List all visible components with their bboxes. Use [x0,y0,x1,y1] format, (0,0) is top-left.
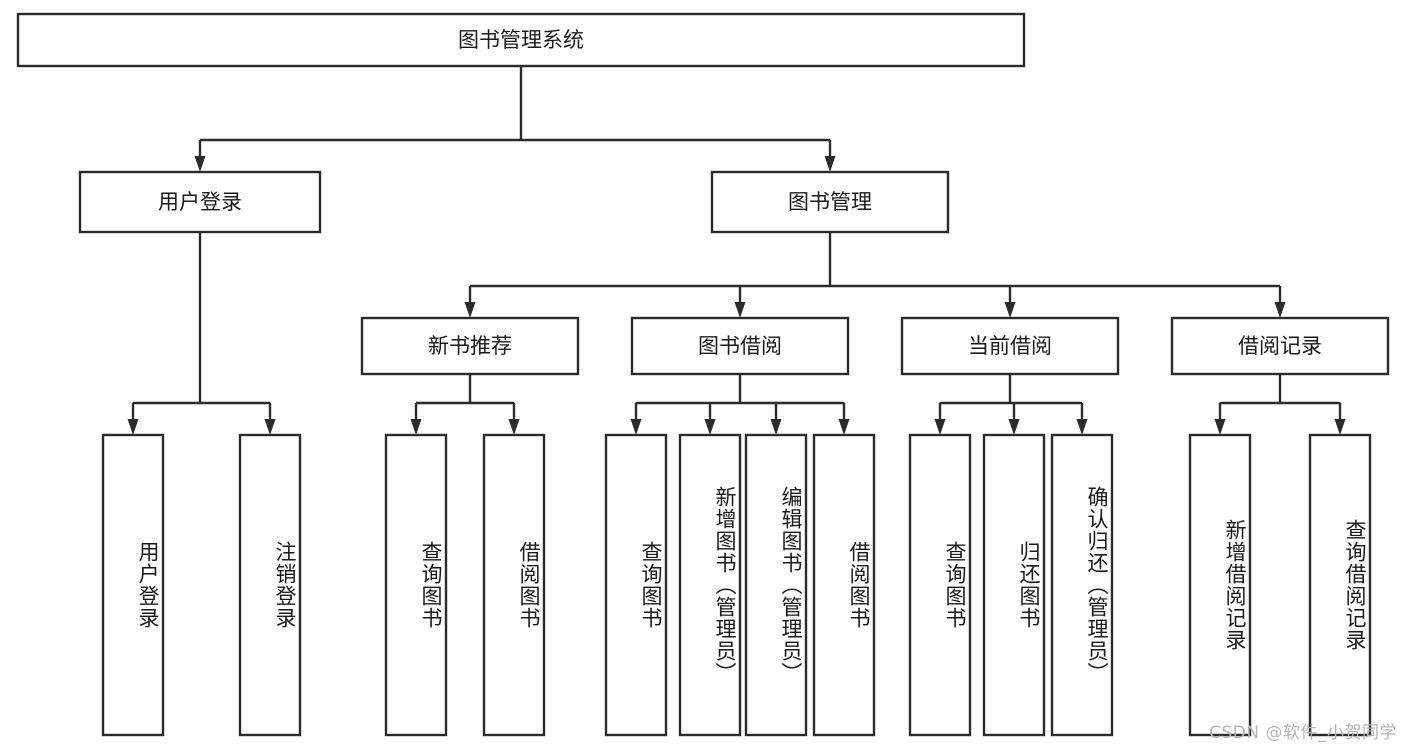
node-label-new-book-recommend: 新书推荐 [428,334,512,358]
node-leaf-query-book-3[interactable] [908,433,972,737]
arrow-head-icon [704,419,716,435]
connectors-layer [127,66,1346,435]
edge-group-current-borrow [934,374,1088,435]
node-box-leaf-logout-login [238,433,302,737]
node-leaf-user-login[interactable] [101,433,165,737]
node-book-manage[interactable]: 图书管理 [710,170,950,234]
arrow-head-icon [1214,419,1226,435]
node-box-user-login [78,170,322,234]
node-box-borrow-record [1170,316,1390,376]
node-leaf-query-book-2[interactable] [604,433,668,737]
node-leaf-logout-login[interactable] [238,433,302,737]
node-leaf-add-book[interactable] [678,433,742,737]
node-box-leaf-return-book [982,433,1046,737]
node-box-leaf-borrow-book-2 [812,433,876,737]
node-box-leaf-confirm-return [1050,433,1114,737]
arrow-head-icon [508,419,520,435]
node-book-borrow[interactable]: 图书借阅 [630,316,850,376]
arrow-head-icon [1076,419,1088,435]
node-label-book-manage: 图书管理 [788,190,872,214]
arrow-head-icon [1004,302,1016,318]
arrow-head-icon [127,419,139,435]
node-leaf-query-book-1[interactable] [384,433,448,737]
arrow-head-icon [264,419,276,435]
node-box-new-book-recommend [360,316,580,376]
node-leaf-return-book[interactable] [982,433,1046,737]
node-box-leaf-add-book [678,433,742,737]
node-leaf-add-record[interactable] [1188,433,1252,737]
node-box-leaf-user-login [101,433,165,737]
arrow-head-icon [1274,302,1286,318]
node-box-leaf-add-record [1188,433,1252,737]
arrow-head-icon [464,302,476,318]
arrow-head-icon [410,419,422,435]
arrow-head-icon [824,156,836,172]
arrow-head-icon [838,419,850,435]
arrow-head-icon [934,419,946,435]
node-box-leaf-query-book-1 [384,433,448,737]
arrow-head-icon [1008,419,1020,435]
csdn-watermark: CSDN @软件_小贺同学 [1209,723,1397,743]
node-leaf-borrow-book-1[interactable] [482,433,546,737]
node-user-login[interactable]: 用户登录 [78,170,322,234]
node-box-leaf-query-book-3 [908,433,972,737]
node-root[interactable]: 图书管理系统 [16,12,1026,68]
arrow-head-icon [1334,419,1346,435]
arrow-head-icon [194,156,206,172]
node-label-user-login: 用户登录 [158,190,242,214]
edge-group-user-login [127,232,276,435]
arrow-head-icon [770,419,782,435]
node-box-book-manage [710,170,950,234]
node-leaf-borrow-book-2[interactable] [812,433,876,737]
node-box-book-borrow [630,316,850,376]
edge-group-book-manage [464,232,1286,318]
node-box-root [16,12,1026,68]
node-box-leaf-borrow-book-1 [482,433,546,737]
edge-group-new-book-recommend [410,374,520,435]
node-label-root: 图书管理系统 [458,28,584,52]
node-leaf-edit-book[interactable] [744,433,808,737]
edge-group-borrow-record [1214,374,1346,435]
node-label-book-borrow: 图书借阅 [698,334,782,358]
node-borrow-record[interactable]: 借阅记录 [1170,316,1390,376]
node-box-leaf-query-record [1308,433,1372,737]
node-new-book-recommend[interactable]: 新书推荐 [360,316,580,376]
node-box-leaf-edit-book [744,433,808,737]
edge-group-root [194,66,836,172]
arrow-head-icon [630,419,642,435]
edge-group-book-borrow [630,374,850,435]
node-box-current-borrow [900,316,1120,376]
node-box-leaf-query-book-2 [604,433,668,737]
arrow-head-icon [734,302,746,318]
node-leaf-confirm-return[interactable] [1050,433,1114,737]
node-label-borrow-record: 借阅记录 [1238,334,1322,358]
node-current-borrow[interactable]: 当前借阅 [900,316,1120,376]
node-leaf-query-record[interactable] [1308,433,1372,737]
node-label-current-borrow: 当前借阅 [968,334,1052,358]
